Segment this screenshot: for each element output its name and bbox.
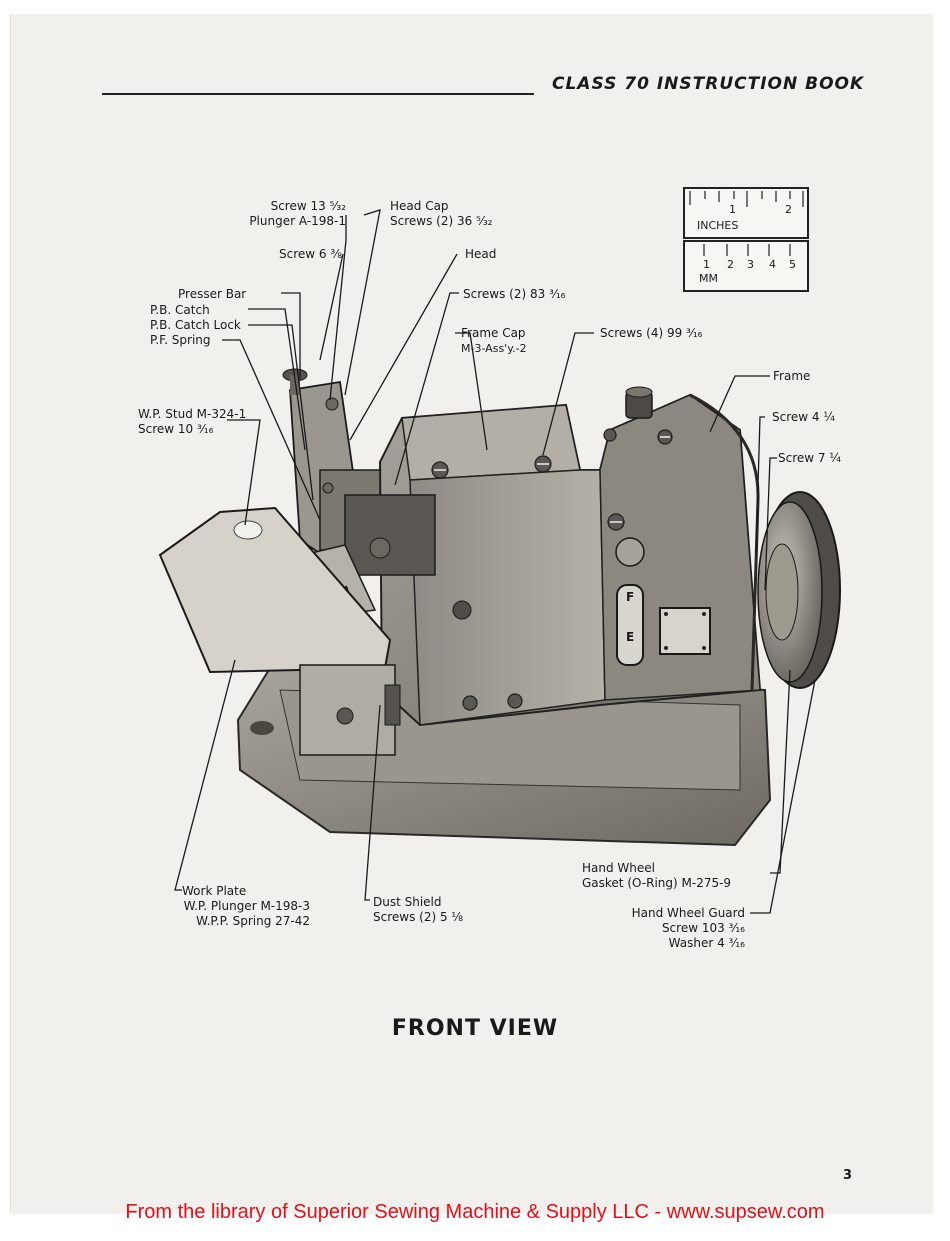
label-screw-7: Screw 7 ¼ <box>778 451 841 465</box>
label-frame-cap: Frame Cap M-3-Ass'y.-2 <box>461 326 527 356</box>
label-screw-13-text: Screw 13 ⁵⁄₃₂ <box>270 199 346 213</box>
label-hand-wheel: Hand Wheel Gasket (O-Ring) M-275-9 <box>582 861 731 891</box>
label-frame-cap-ass: M-3-Ass'y.-2 <box>461 342 527 355</box>
label-wp-stud: W.P. Stud M-324-1 Screw 10 ³⁄₁₆ <box>138 407 246 437</box>
label-head-cap: Head Cap Screws (2) 36 ⁵⁄₃₂ <box>390 199 492 229</box>
gauge-letter-e: E <box>626 630 635 644</box>
label-guard-screw: Screw 103 ³⁄₁₆ <box>661 921 745 935</box>
label-gasket: Gasket (O-Ring) M-275-9 <box>582 876 732 890</box>
gauge-letter-f: F <box>626 590 635 604</box>
label-pb-catch: P.B. Catch <box>150 303 210 317</box>
header-rule <box>102 93 534 95</box>
label-presser-bar: Presser Bar <box>178 287 247 301</box>
label-head-cap-screws: Screws (2) 36 ⁵⁄₃₂ <box>390 214 493 228</box>
inches-label: INCHES <box>697 219 739 232</box>
label-hand-wheel-guard: Hand Wheel Guard Screw 103 ³⁄₁₆ Washer 4… <box>600 906 745 951</box>
mm-tick-5: 5 <box>789 258 796 271</box>
label-pb-catch-lock: P.B. Catch Lock <box>150 318 241 332</box>
label-screw-6: Screw 6 ⅜ <box>279 247 342 261</box>
label-pf-spring: P.F. Spring <box>150 333 211 347</box>
label-frame-cap-text: Frame Cap <box>461 326 526 340</box>
inch-tick-2: 2 <box>785 203 792 216</box>
page-number: 3 <box>843 1168 853 1183</box>
mm-tick-2: 2 <box>727 258 734 271</box>
mm-label: MM <box>699 272 718 285</box>
inch-tick-1: 1 <box>729 203 736 216</box>
label-screws-83: Screws (2) 83 ³⁄₁₆ <box>463 287 566 301</box>
label-screws-99: Screws (4) 99 ³⁄₁₆ <box>600 326 703 340</box>
library-footer: From the library of Superior Sewing Mach… <box>125 1201 825 1223</box>
label-plunger-text: Plunger A-198-1 <box>249 214 346 228</box>
work-plate <box>158 506 392 674</box>
label-dust-shield-screws: Screws (2) 5 ⅛ <box>373 910 464 924</box>
label-work-plate-text: Work Plate <box>182 884 247 898</box>
name-plate <box>659 607 711 655</box>
label-wpp-spring: W.P.P. Spring 27-42 <box>196 914 310 928</box>
leader-lines <box>174 209 816 914</box>
mm-tick-3: 3 <box>747 258 754 271</box>
label-wp-plunger: W.P. Plunger M-198-3 <box>183 899 310 913</box>
label-screw-13: Screw 13 ⁵⁄₃₂ Plunger A-198-1 <box>212 199 346 229</box>
front-view-caption: FRONT VIEW <box>391 1016 559 1041</box>
label-frame: Frame <box>773 369 811 383</box>
label-screw-10: Screw 10 ³⁄₁₆ <box>138 422 214 436</box>
mm-ruler-ticks <box>703 244 791 256</box>
label-dust-shield: Dust Shield Screws (2) 5 ⅛ <box>373 895 463 925</box>
head-assembly <box>282 368 436 576</box>
hand-wheel <box>757 491 841 689</box>
inch-ruler-ticks <box>689 191 804 207</box>
label-head: Head <box>465 247 497 261</box>
header-title: CLASS 70 INSTRUCTION BOOK <box>552 74 865 94</box>
label-pb-group: P.B. Catch P.B. Catch Lock P.F. Spring <box>150 303 241 348</box>
label-hand-wheel-text: Hand Wheel <box>582 861 655 875</box>
mm-tick-1: 1 <box>703 258 710 271</box>
label-wp-stud-text: W.P. Stud M-324-1 <box>138 407 247 421</box>
label-screw-4: Screw 4 ¼ <box>772 410 835 424</box>
inch-ruler: 1 2 INCHES <box>683 187 809 239</box>
label-dust-shield-text: Dust Shield <box>373 895 442 909</box>
label-hand-wheel-guard-text: Hand Wheel Guard <box>631 906 745 920</box>
label-work-plate: Work Plate W.P. Plunger M-198-3 W.P.P. S… <box>160 884 310 929</box>
oil-gauge <box>615 537 645 666</box>
label-head-cap-text: Head Cap <box>390 199 449 213</box>
label-guard-washer: Washer 4 ³⁄₁₆ <box>668 936 745 950</box>
mm-tick-4: 4 <box>769 258 776 271</box>
